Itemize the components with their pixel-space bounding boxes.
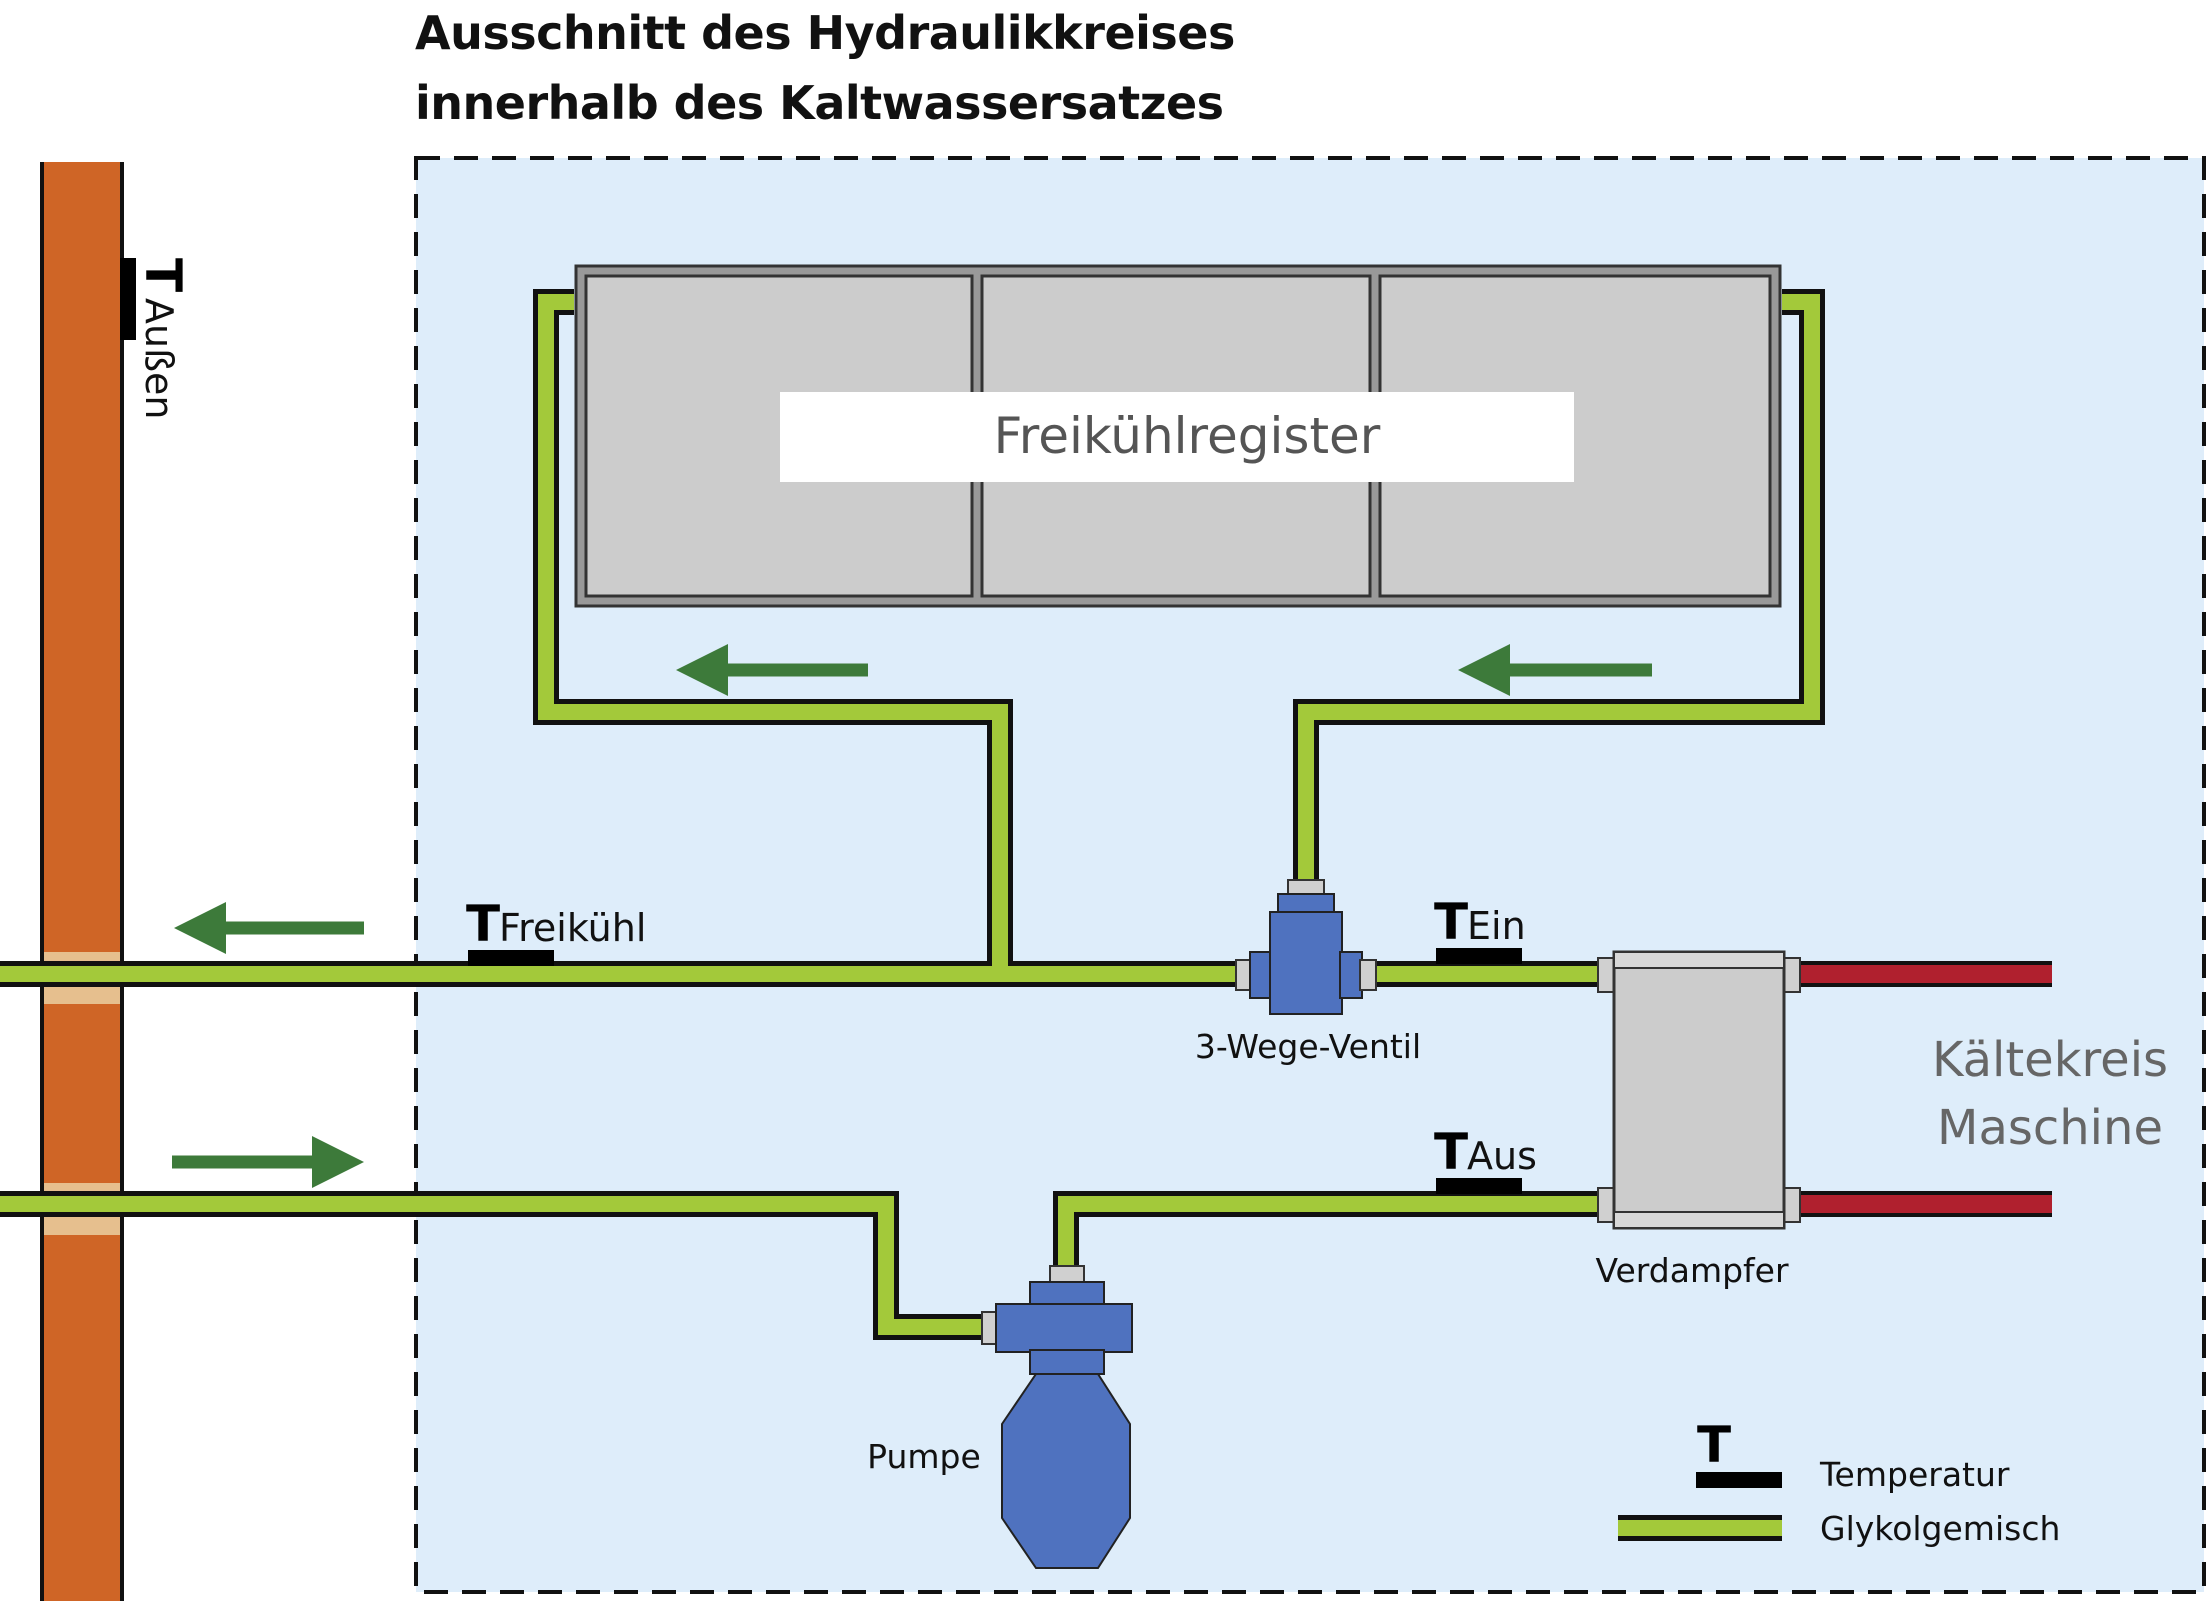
glycol-pipes [0, 289, 1825, 1340]
flow-arrows [172, 644, 1652, 1188]
sensor-inlet-symbol: T [1434, 893, 1468, 951]
refrigeration-circuit-label-2: Maschine [1937, 1100, 2163, 1156]
sensor-freecool-label: Freikühl [499, 906, 646, 950]
register-label: Freikühlregister [994, 407, 1381, 465]
legend-glycol: Glykolgemisch [1618, 1509, 2060, 1548]
register-label-box [780, 392, 1574, 482]
sensor-inlet-label: Ein [1467, 904, 1526, 948]
pump: Pumpe [867, 1265, 1133, 1569]
sensor-outlet: T Aus [1434, 1123, 1537, 1194]
valve-label: 3-Wege-Ventil [1195, 1027, 1421, 1066]
sensor-outside-label: Außen [137, 298, 181, 419]
diagram-title: Ausschnitt des Hydraulikkreises innerhal… [415, 0, 1235, 138]
title-line-1: Ausschnitt des Hydraulikkreises [415, 6, 1235, 60]
legend-temperature-symbol: T [1697, 1416, 1731, 1474]
sensor-outlet-symbol: T [1434, 1123, 1468, 1181]
evaporator: Verdampfer [1595, 950, 1801, 1290]
building-wall [40, 162, 124, 1601]
sensor-outside-symbol: T [134, 258, 192, 292]
sensor-freecool-symbol: T [466, 895, 500, 953]
sensor-inlet: T Ein [1434, 893, 1526, 964]
legend-glycol-label: Glykolgemisch [1820, 1509, 2060, 1548]
legend-temperature-label: Temperatur [1819, 1455, 2010, 1494]
evaporator-label: Verdampfer [1595, 1251, 1788, 1290]
refrigerant-lines [1792, 961, 2052, 1217]
outside-temperature-sensor: T Außen [120, 258, 192, 419]
title-line-2: innerhalb des Kaltwassersatzes [415, 76, 1224, 130]
sensor-outlet-label: Aus [1467, 1134, 1537, 1178]
sensor-freecool: T Freikühl [466, 895, 646, 966]
legend-temperature: T Temperatur [1696, 1416, 2010, 1494]
three-way-valve: 3-Wege-Ventil [1195, 879, 1421, 1066]
refrigeration-circuit-label-1: Kältekreis [1932, 1032, 2168, 1088]
legend: T Temperatur Glykolgemisch [1618, 1416, 2060, 1548]
pump-label: Pumpe [867, 1437, 981, 1476]
free-cooling-register: Freikühlregister [574, 264, 1782, 608]
